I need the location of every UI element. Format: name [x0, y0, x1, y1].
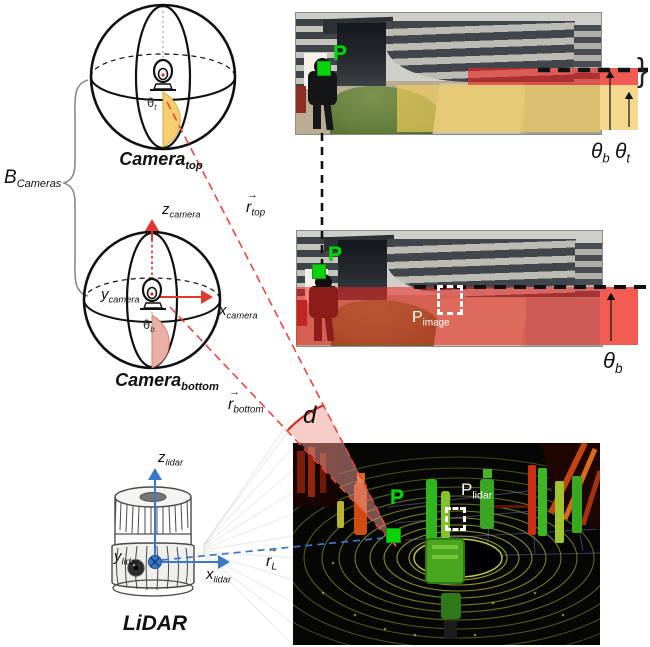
p-image-dashed-box	[437, 285, 463, 315]
r-top-label: →rtop	[246, 189, 266, 219]
camera-top-label: Cameratop	[119, 149, 203, 172]
camera-bottom-label: Camerabottom	[115, 370, 219, 393]
z-lidar-label: zlidar	[158, 449, 184, 468]
p-marker-label-lidar: P	[390, 486, 405, 509]
p-marker-label-mid: P	[328, 243, 343, 266]
cameras-baseline-brace	[61, 79, 89, 297]
p-marker-label-top: P	[333, 42, 348, 65]
theta-b-axis-label-top-pano: θb	[591, 140, 610, 166]
vector-arrow-icon: →	[229, 386, 240, 398]
x-lidar-label: xlidar	[206, 566, 232, 585]
theta-t-sector	[162, 91, 181, 148]
theta-band-red-top	[468, 68, 600, 85]
theta-b-axis-label-mid-pano: θb	[603, 348, 623, 376]
cameras-baseline-label: BCameras	[4, 167, 62, 190]
x-camera-label: xcamera	[219, 302, 258, 321]
angle-d-label: d	[303, 402, 317, 429]
theta-b-label: θb	[143, 317, 155, 334]
p-image-label: Pimage	[412, 309, 450, 329]
camera-top-sphere	[89, 3, 237, 151]
r-bottom-label: →rbottom	[228, 386, 264, 416]
p-marker-square-mid	[312, 264, 326, 279]
camera-icon	[150, 58, 176, 91]
lidar-axes	[148, 468, 230, 569]
lidar-pointcloud-art	[293, 443, 600, 645]
theta-band-red-top-ext	[600, 68, 638, 85]
p-lidar-label: Plidar	[461, 480, 493, 502]
lidar-scatter	[321, 561, 565, 637]
vector-arrow-icon: →	[267, 543, 278, 555]
z-camera-label: zcamera	[162, 201, 201, 220]
band-brace-icon: }	[637, 52, 648, 89]
lidar-pointcloud-image	[293, 443, 600, 645]
vector-arrow-icon: →	[247, 189, 258, 201]
p-marker-square-top	[317, 61, 331, 76]
y-camera-label: ycamera	[101, 286, 140, 305]
r-lidar-label: →rL	[266, 543, 278, 573]
lidar-device-drawing	[111, 486, 195, 597]
y-lidar-label: ylidar	[114, 548, 140, 567]
theta-t-label: θt	[147, 95, 157, 112]
theta-t-band-yellow	[397, 85, 600, 132]
p-marker-square-lidar	[386, 528, 401, 543]
y-lidar-axis-into-page	[148, 555, 162, 569]
theta-t-axis-label-top-pano: θt	[615, 140, 631, 166]
lidar-device-label: LiDAR	[122, 612, 188, 635]
p-lidar-dashed-box	[445, 507, 466, 531]
theta-t-band-yellow-ext	[600, 85, 638, 130]
camera-icon	[140, 277, 166, 310]
lidar-red-wall-left	[293, 443, 339, 507]
lidar-beam-fan	[202, 419, 294, 646]
theta-b-band-red-ext	[600, 287, 638, 345]
